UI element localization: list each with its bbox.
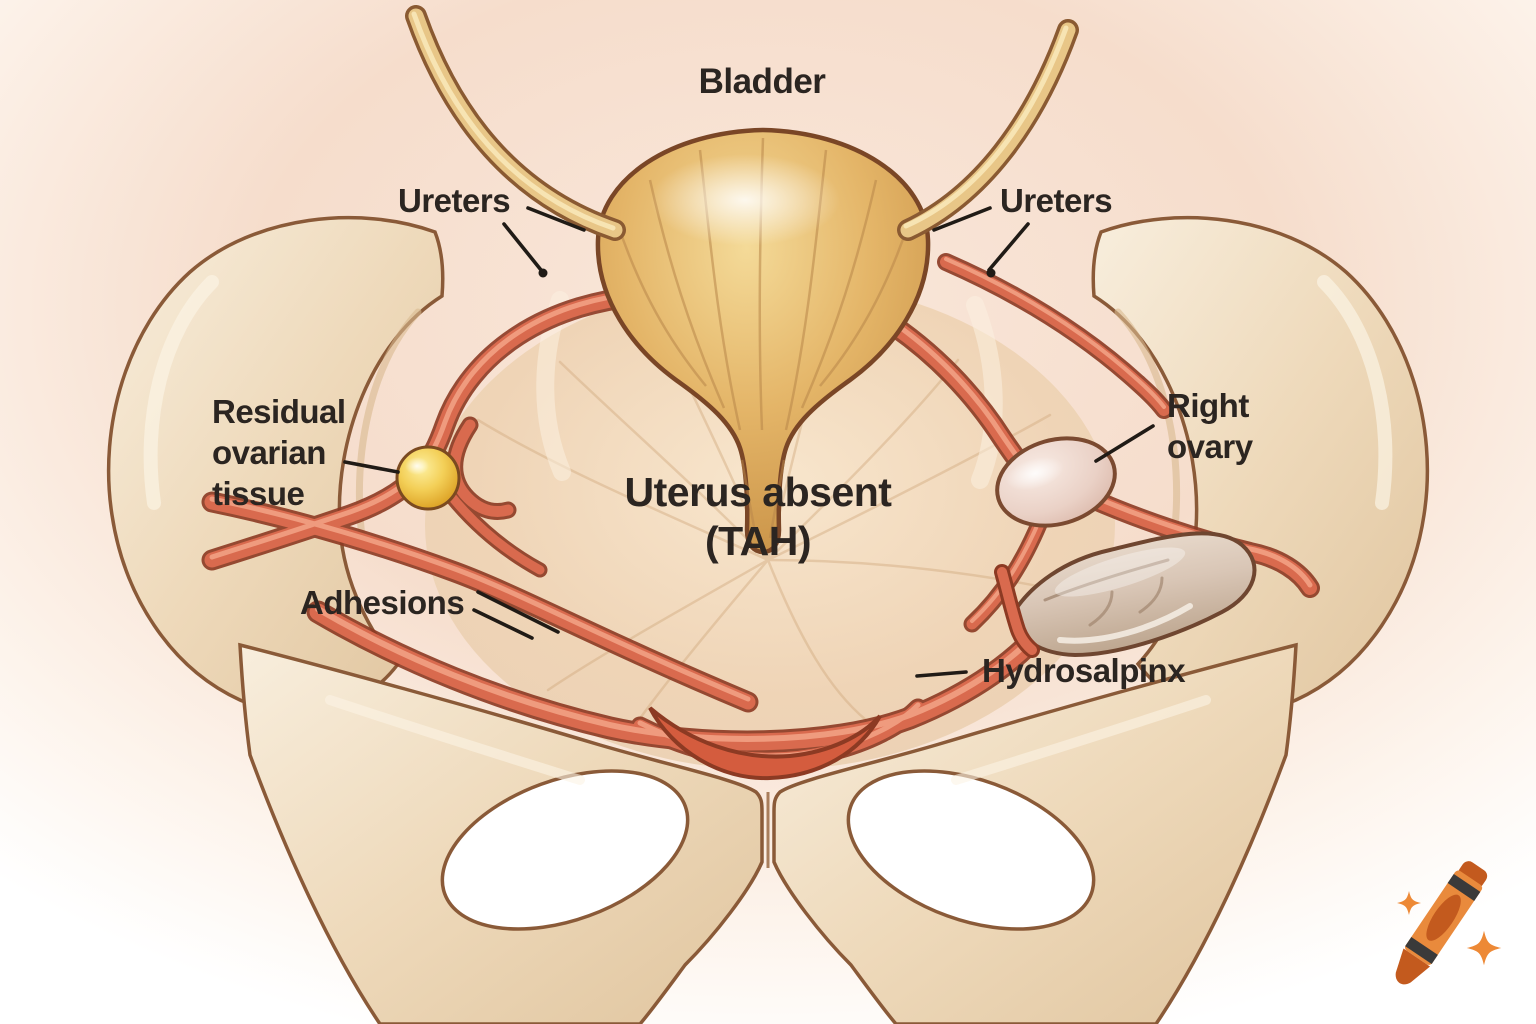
sparkle-icon xyxy=(1397,891,1502,966)
ureter-left-shape xyxy=(405,5,626,241)
bladder-shape xyxy=(595,127,931,555)
label-adhesions: Adhesions xyxy=(300,584,465,621)
right-obturator-foramen xyxy=(846,769,1096,931)
residual-ovarian-tissue-shape xyxy=(395,445,461,511)
left-obturator-foramen xyxy=(440,769,690,931)
crayon-logo xyxy=(1395,861,1502,985)
ureter-right-shape xyxy=(897,19,1079,241)
hydrosalpinx-shape xyxy=(1009,531,1257,658)
blood-vessels xyxy=(212,259,1310,781)
label-uterus-absent-title: Uterus absent (TAH) xyxy=(624,469,892,565)
label-hydrosalpinx: Hydrosalpinx xyxy=(982,652,1186,689)
label-bladder: Bladder xyxy=(698,62,826,101)
label-residual-ovarian-tissue: Residual ovarian tissue xyxy=(212,393,346,512)
label-right-ovary: Right ovary xyxy=(1167,387,1253,465)
pubic-bones xyxy=(238,642,1298,1024)
leader-lines xyxy=(343,206,1155,678)
label-ureters-left: Ureters xyxy=(398,182,511,219)
crayon-icon xyxy=(1395,861,1488,985)
right-ovary-shape xyxy=(995,436,1117,528)
label-ureters-right: Ureters xyxy=(1000,182,1113,219)
